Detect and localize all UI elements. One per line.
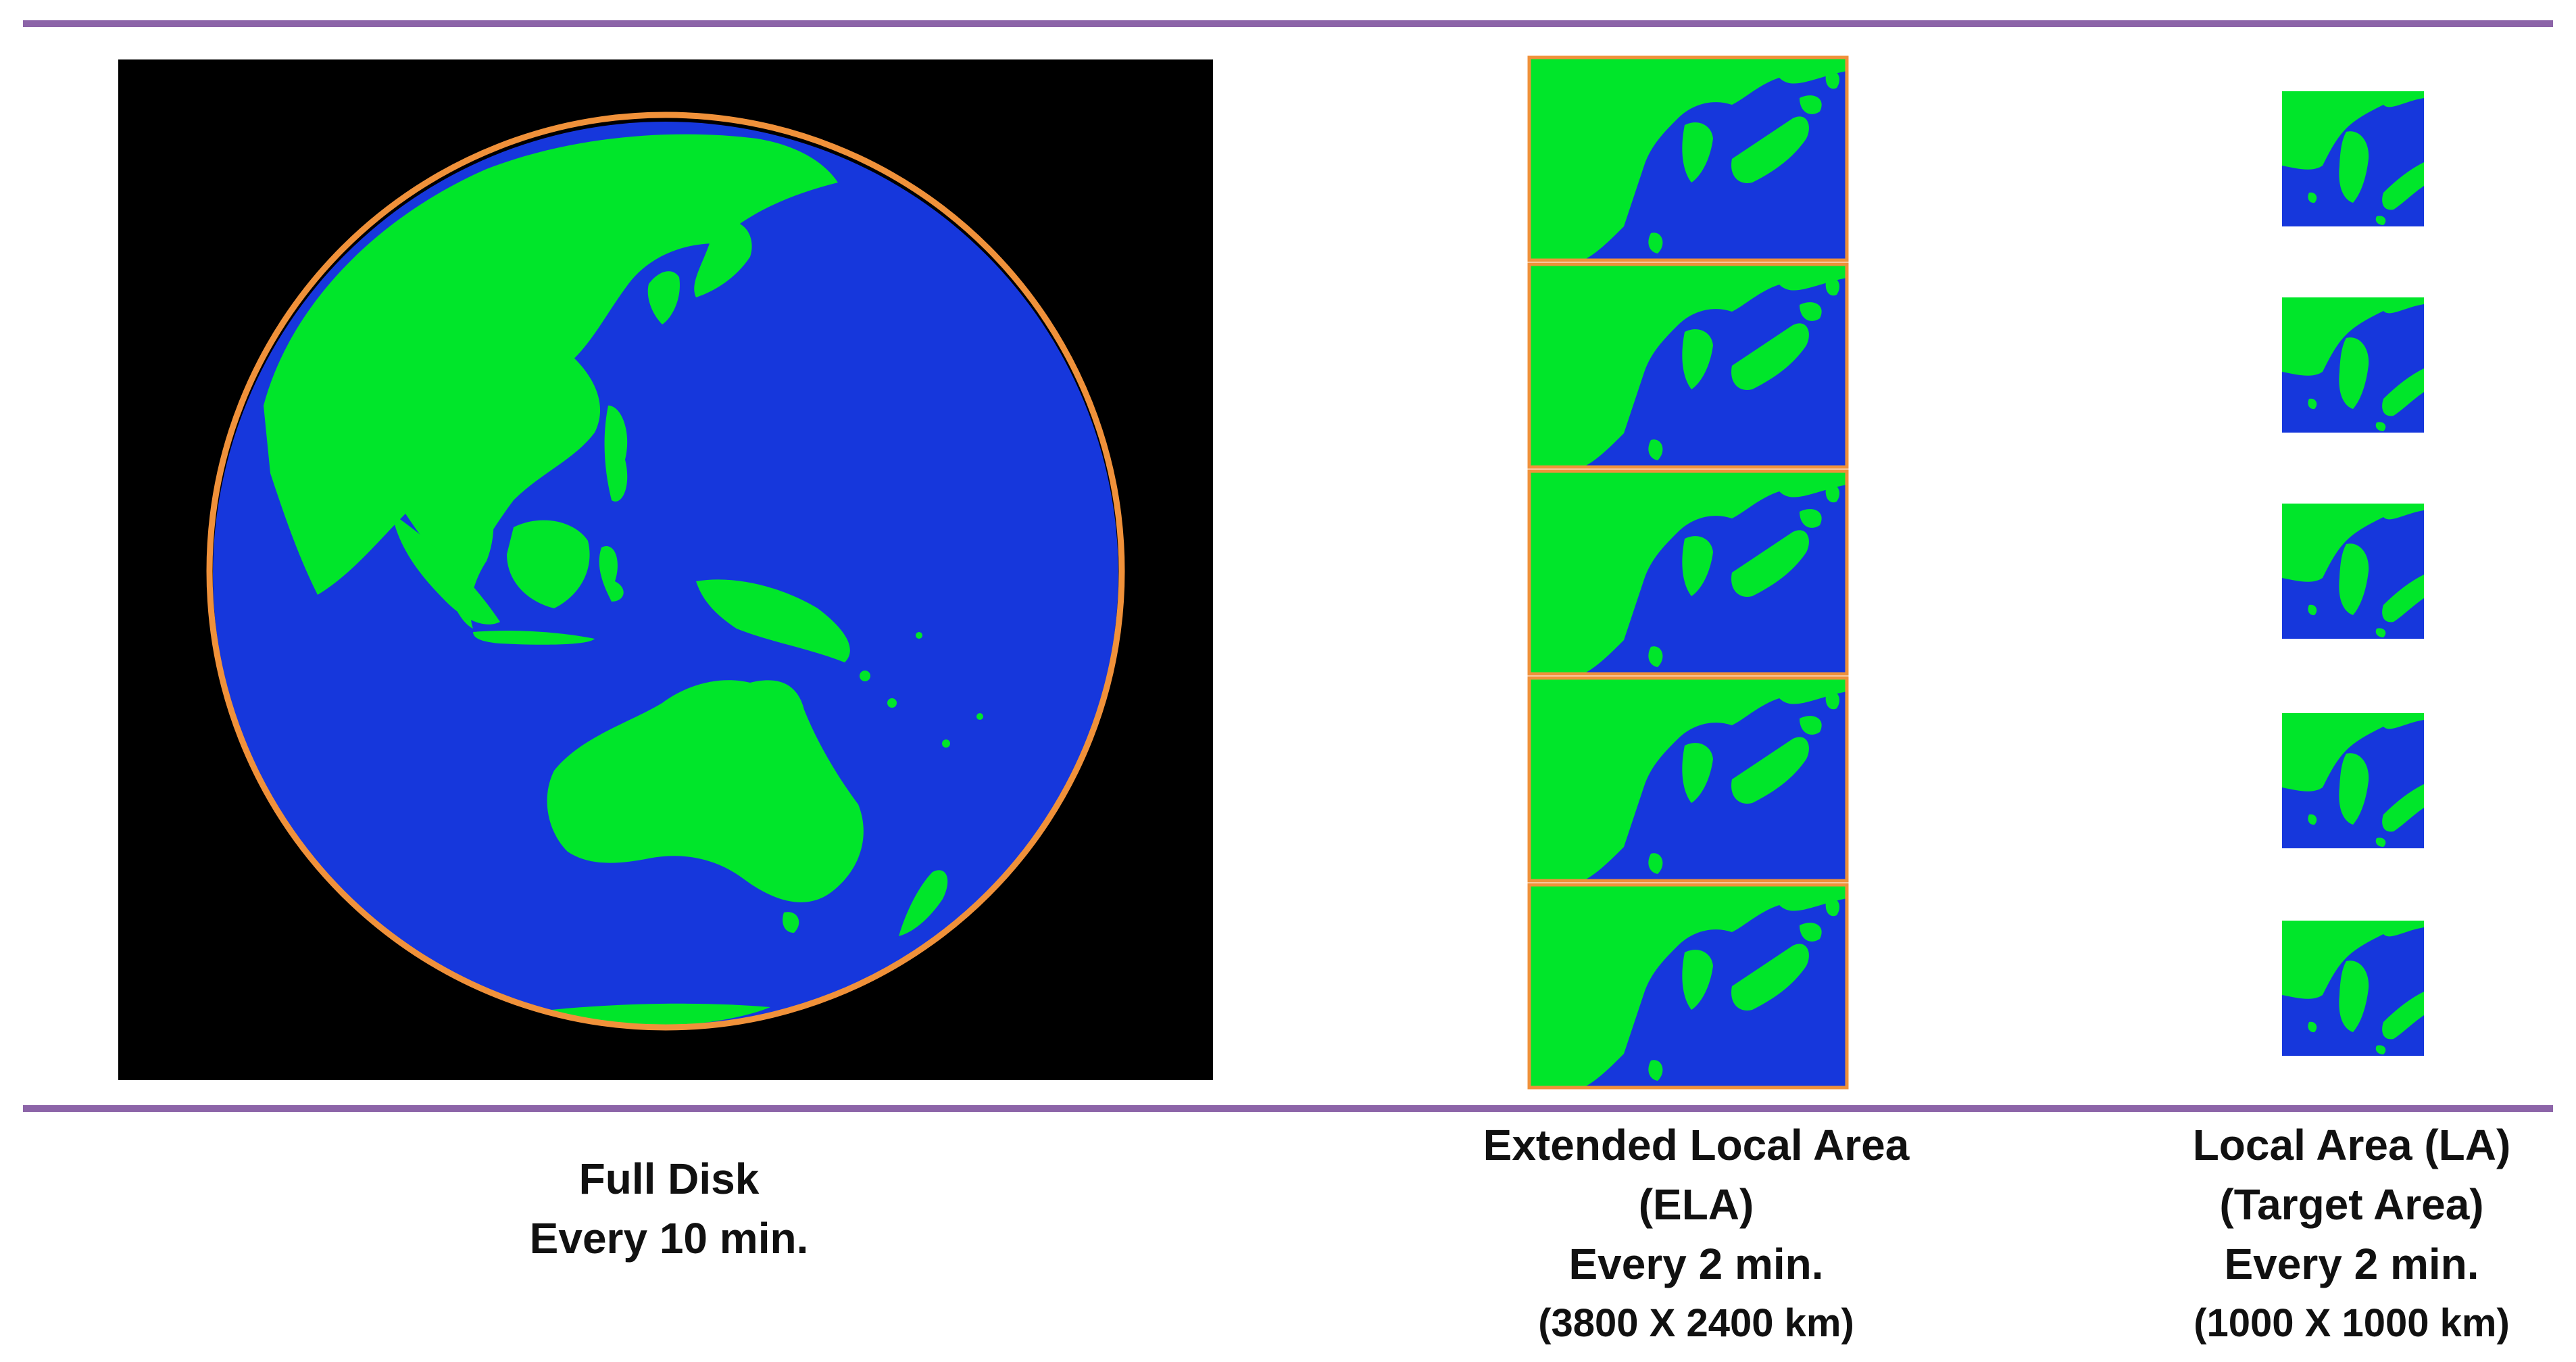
la-caption: Local Area (LA) (Target Area) Every 2 mi… [2081,1115,2576,1353]
full-disk-caption: Full Disk Every 10 min. [399,1149,939,1268]
la-frame [2282,713,2424,848]
la-subtitle: (Target Area) [2219,1180,2484,1229]
ela-frame [1527,55,1849,262]
ela-frame [1527,262,1849,469]
top-divider-line [23,20,2553,27]
la-frame [2282,921,2424,1056]
la-frame [2282,297,2424,433]
ela-title: Extended Local Area [1483,1121,1910,1169]
full-disk-title: Full Disk [578,1154,760,1203]
ela-dimensions: (3800 X 2400 km) [1538,1301,1854,1345]
la-frame [2282,91,2424,226]
la-interval: Every 2 min. [2224,1240,2479,1288]
full-disk-interval: Every 10 min. [529,1214,809,1263]
bottom-divider-line [23,1105,2553,1112]
full-disk-panel [118,59,1213,1080]
ela-abbreviation: (ELA) [1638,1180,1754,1229]
full-disk-scan-outline [206,112,1125,1031]
ela-caption: Extended Local Area (ELA) Every 2 min. (… [1352,1115,2041,1353]
la-title: Local Area (LA) [2192,1121,2511,1169]
ela-frame [1527,883,1849,1090]
ela-panel [1527,55,1849,1090]
ela-frame [1527,469,1849,676]
la-panel [2282,91,2424,1056]
ela-frame [1527,676,1849,883]
la-frame [2282,504,2424,639]
earth-disk-ocean [213,122,1118,1027]
la-dimensions: (1000 X 1000 km) [2194,1301,2510,1345]
ela-interval: Every 2 min. [1568,1240,1824,1288]
